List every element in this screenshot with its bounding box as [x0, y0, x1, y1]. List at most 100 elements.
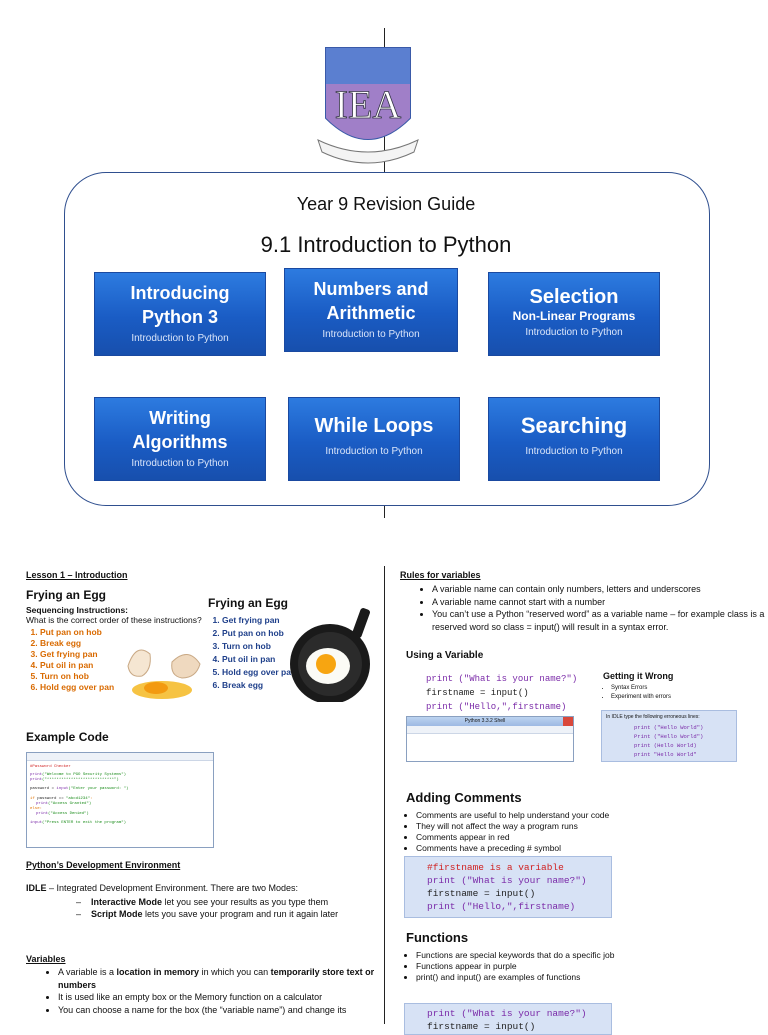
list-item: Put oil in pan: [40, 660, 204, 671]
comments-list: Comments are useful to help understand y…: [406, 810, 636, 854]
egg-subtitle: Sequencing Instructions:: [26, 605, 129, 615]
code-preview: #Password Checker print("Welcome to PGO …: [30, 764, 128, 825]
rules-list: A variable name can contain only numbers…: [406, 583, 768, 633]
tile-searching[interactable]: Searching Introduction to Python: [488, 397, 660, 481]
code-line: firstname = input(): [426, 688, 529, 698]
errors-exercise-box: In IDLE type the following erroneous lin…: [601, 710, 737, 762]
tile-title: Numbers and Arithmetic: [313, 279, 429, 323]
functions-code-box: print ("What is your name?") firstname =…: [404, 1003, 612, 1035]
list-item: Experiment with errors: [611, 693, 671, 702]
list-item: Break egg: [222, 679, 298, 692]
modes-list: – Interactive Mode let you see your resu…: [76, 896, 376, 920]
example-code-window: #Password Checker print("Welcome to PGO …: [26, 752, 214, 848]
page-divider-bottom: [384, 566, 385, 1024]
idle-description: IDLE – Integrated Development Environmen…: [26, 882, 376, 894]
example-code-heading: Example Code: [26, 730, 109, 744]
code-line: #firstname is a variable: [427, 862, 564, 873]
svg-text:#Password Checker: #Password Checker: [30, 764, 71, 769]
svg-text:print("Access Denied"): print("Access Denied"): [36, 811, 89, 816]
cover-title: 9.1 Introduction to Python: [260, 232, 512, 257]
list-item: print() and input() are examples of func…: [416, 972, 616, 983]
list-item: A variable name cannot start with a numb…: [432, 596, 768, 609]
tile-title-2: Non-Linear Programs: [512, 309, 636, 323]
code-line: print ("What is your name?"): [427, 1008, 587, 1019]
code-line: print ("Hello,",firstname): [427, 901, 576, 912]
list-item: Get frying pan: [40, 649, 204, 660]
tile-numbers-arithmetic[interactable]: Numbers and Arithmetic Introduction to P…: [284, 268, 458, 352]
list-item: They will not affect the way a program r…: [416, 821, 636, 832]
adding-comments-heading: Adding Comments: [406, 790, 522, 805]
code-line: Print ("Hello World"): [634, 733, 704, 740]
text: in which you can: [199, 967, 271, 977]
tile-title: Introducing Python 3: [130, 283, 230, 327]
functions-list: Functions are special keywords that do a…: [406, 950, 616, 983]
list-item: Functions are special keywords that do a…: [416, 950, 616, 961]
list-item: You can’t use a Python “reserved word” a…: [432, 608, 768, 633]
list-item: Hold egg over pan: [40, 682, 204, 693]
tile-subtitle: Introduction to Python: [525, 327, 623, 338]
tile-while-loops[interactable]: While Loops Introduction to Python: [288, 397, 460, 481]
tile-writing-algorithms[interactable]: Writing Algorithms Introduction to Pytho…: [94, 397, 266, 481]
svg-text:password = input("Enter your p: password = input("Enter your password: "…: [30, 786, 128, 791]
broken-egg-image: [127, 649, 201, 699]
idle-label: IDLE: [26, 883, 47, 893]
list-item: Get frying pan: [222, 614, 298, 627]
list-item: Comments have a preceding # symbol: [416, 843, 636, 854]
dev-env-heading: Python’s Development Environment: [26, 860, 181, 870]
code-line: print (Hello World): [634, 742, 697, 749]
tile-subtitle: Introduction to Python: [131, 333, 229, 344]
list-item: Hold egg over pan: [222, 666, 298, 679]
variables-heading: Variables: [26, 954, 66, 964]
tile-introducing-python[interactable]: Introducing Python 3 Introduction to Pyt…: [94, 272, 266, 356]
list-item: – Script Mode lets you save your program…: [76, 909, 339, 919]
text-bold: temporarily store text or numbers: [58, 967, 375, 990]
functions-code: print ("What is your name?") firstname =…: [405, 1004, 611, 1033]
variables-list: A variable is a location in memory in wh…: [32, 966, 398, 1016]
tile-selection[interactable]: Selection Non-Linear Programs Introducti…: [488, 272, 660, 356]
idle-shell-window: Python 3.3.2 Shell: [406, 716, 574, 762]
egg-question: What is the correct order of these instr…: [26, 615, 202, 625]
errors-code: print ("Hello World") Print ("Hello Worl…: [602, 723, 736, 759]
list-item: Break egg: [40, 638, 204, 649]
window-title-bar: Python 3.3.2 Shell: [407, 717, 573, 726]
code-line: print "Hello World": [634, 751, 697, 758]
list-item: It is used like an empty box or the Memo…: [58, 991, 398, 1004]
list-item: A variable is a location in memory in wh…: [58, 966, 398, 991]
list-item: Put oil in pan: [222, 653, 298, 666]
comments-code-box: #firstname is a variable print ("What is…: [404, 856, 612, 918]
mode-text: let you see your results as you type the…: [162, 897, 329, 907]
list-item: Syntax Errors: [611, 684, 671, 693]
list-item: Turn on hob: [40, 671, 204, 682]
list-item: Put pan on hob: [222, 627, 298, 640]
text-bold: location in memory: [116, 967, 200, 977]
code-line: firstname = input(): [427, 1021, 536, 1032]
mode-text: lets you save your program and run it ag…: [142, 909, 339, 919]
list-item: You can choose a name for the box (the “…: [58, 1004, 398, 1017]
svg-text:else:: else:: [30, 806, 42, 811]
code-line: print ("What is your name?"): [427, 875, 587, 886]
svg-text:if password == "abcd1234":: if password == "abcd1234":: [30, 796, 92, 801]
getting-wrong-list: Syntax Errors Experiment with errors: [603, 684, 671, 702]
editor-menu-bar: [27, 753, 213, 761]
tile-title: Selection: [529, 286, 619, 308]
list-item: – Interactive Mode let you see your resu…: [76, 897, 329, 907]
tile-title: Writing Algorithms: [132, 408, 228, 452]
mode-name: Script Mode: [91, 909, 143, 919]
egg-title: Frying an Egg: [26, 588, 107, 602]
mode-name: Interactive Mode: [91, 897, 163, 907]
frying-pan-image: [290, 608, 370, 702]
using-variable-heading: Using a Variable: [406, 650, 484, 661]
egg-steps-unordered: Put pan on hob Break egg Get frying pan …: [26, 627, 204, 693]
tile-subtitle: Introduction to Python: [325, 446, 423, 457]
rules-heading: Rules for variables: [400, 570, 481, 580]
list-item: Turn on hob: [222, 640, 298, 653]
functions-heading: Functions: [406, 930, 469, 945]
list-item: A variable name can contain only numbers…: [432, 583, 768, 596]
cover-subtitle: Year 9 Revision Guide: [296, 194, 476, 214]
close-icon[interactable]: [563, 717, 573, 726]
text: A variable is a: [58, 967, 117, 977]
tile-subtitle: Introduction to Python: [131, 458, 229, 469]
svg-text:print("Welcome to PGO Security: print("Welcome to PGO Security Systems"): [30, 772, 126, 777]
svg-text:print("***********************: print("****************************"): [30, 777, 119, 782]
list-item: Put pan on hob: [40, 627, 204, 638]
